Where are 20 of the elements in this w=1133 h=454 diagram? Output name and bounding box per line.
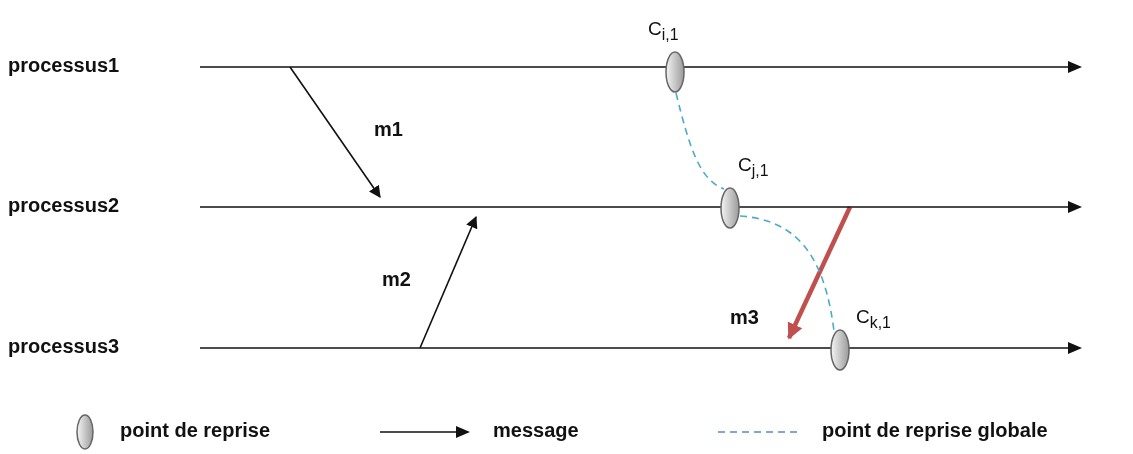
checkpoint-label: C$_{j,1}$ (738, 154, 769, 180)
process-timeline (8, 55, 1083, 79)
dashed-line (739, 215, 835, 332)
legend-text: point de reprise globale (822, 419, 1048, 442)
process-name: processus1 (8, 54, 120, 77)
process-timeline (8, 195, 1083, 219)
arrow (419, 215, 478, 349)
arrow (289, 66, 381, 198)
arrow (786, 206, 853, 340)
checkpoint-ellipse (830, 329, 850, 371)
checkpoint-label: C$_{i,1}$ (648, 18, 679, 44)
process-name: processus3 (8, 335, 120, 358)
legend-text: point de reprise (120, 419, 271, 442)
legend-text: message (493, 419, 579, 442)
checkpoint-ellipse (665, 51, 685, 93)
dashed-line (675, 92, 725, 190)
process-timeline (8, 336, 1083, 360)
checkpoint-label: C$_{k,1}$ (856, 306, 891, 332)
process-name: processus2 (8, 194, 120, 217)
checkpoint-ellipse (720, 187, 740, 229)
